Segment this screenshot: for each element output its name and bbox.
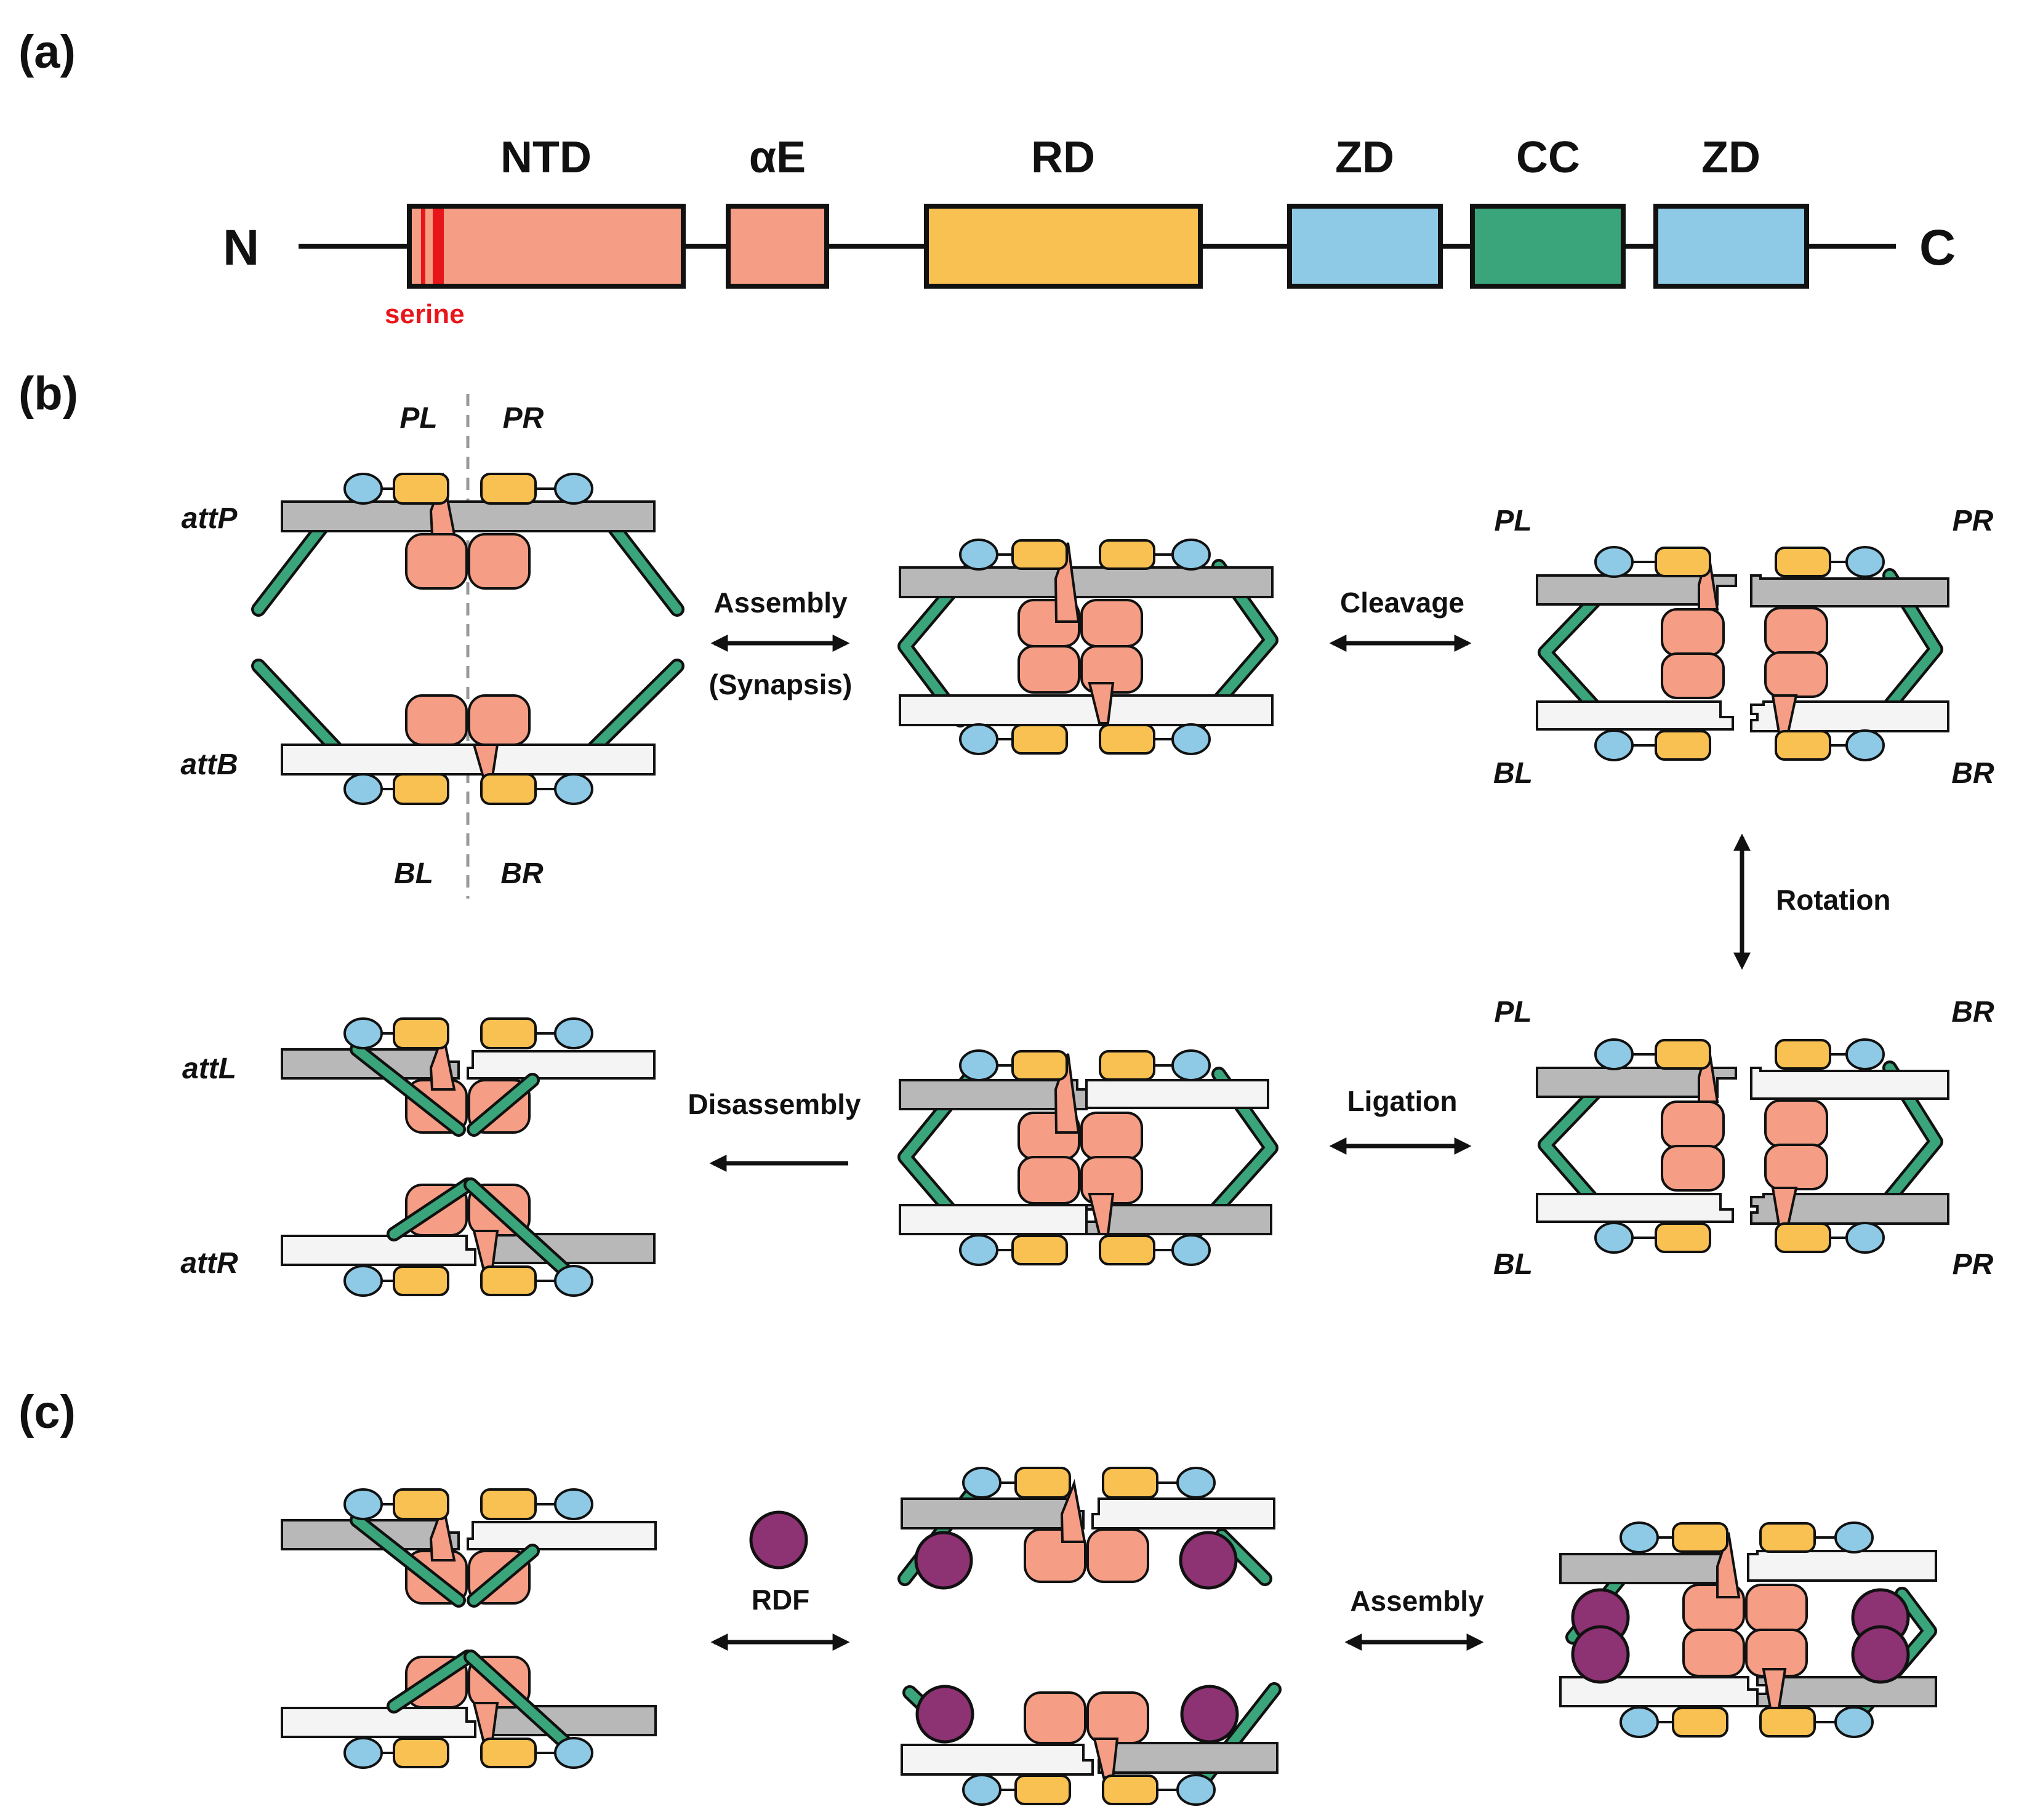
ntd-subunit [468, 694, 531, 746]
rdf-protein-icon [1851, 1625, 1910, 1684]
rdf-protein-icon [914, 1531, 973, 1590]
ntd-subunit [468, 533, 531, 590]
zd-subunit [554, 473, 593, 505]
attp-label: attP [182, 502, 238, 535]
rd-subunit [393, 773, 449, 805]
domain-label: αE [749, 133, 806, 182]
dna-attb [899, 694, 1274, 726]
attb-half-site-complex [251, 659, 684, 805]
rd-subunit [480, 773, 537, 805]
br-label: BR [500, 857, 544, 890]
rd-domain-box [924, 204, 1203, 289]
cc-domain-box [1470, 204, 1626, 289]
zd-domain-box [1287, 204, 1443, 289]
rdf-protein-icon [1571, 1625, 1630, 1684]
ntd-subunit [405, 694, 468, 746]
synaptic-complex [897, 539, 1278, 755]
disassembly-label: Disassembly [688, 1088, 861, 1120]
panel-a: (a) N C serine NTD αE RD ZD CC ZD [18, 26, 1956, 329]
pl-label: PL [1494, 505, 1531, 537]
attl-attr-complexes [281, 1488, 657, 1769]
domain-label: ZD [1335, 133, 1394, 182]
panel-b-label: (b) [18, 367, 78, 420]
domain-label: NTD [500, 133, 592, 182]
serine-label: serine [385, 299, 465, 329]
zd-subunit [343, 773, 383, 805]
ntd-subunit [405, 533, 468, 590]
pl-label: PL [399, 402, 437, 435]
zd-subunit [554, 773, 593, 805]
rdf-protein-icon [1179, 1531, 1238, 1590]
synapsis-label: (Synapsis) [709, 668, 853, 700]
serine-marker [421, 209, 425, 284]
ligated-complex [897, 1049, 1278, 1266]
zd-subunit [343, 473, 383, 505]
panel-c: (c) [18, 1386, 1937, 1806]
rotation-label: Rotation [1776, 884, 1891, 916]
zd-domain-box [1653, 204, 1809, 289]
dna-attp [899, 566, 1274, 598]
rotated-complex [1536, 1038, 1949, 1254]
pr-label: PR [1953, 1248, 1994, 1281]
rdf-bound-complexes [897, 1467, 1282, 1806]
alpha-e-domain-box [726, 204, 829, 289]
serine-marker [433, 209, 444, 284]
cleaved-complex [1536, 546, 1949, 761]
panel-a-label: (a) [18, 26, 76, 78]
assembly-label: Assembly [713, 587, 848, 619]
panel-c-label: (c) [18, 1386, 76, 1438]
rdf-protein-icon [915, 1685, 974, 1744]
pr-label: PR [1953, 505, 1994, 537]
domain-label: RD [1031, 133, 1095, 182]
assembly-label: Assembly [1350, 1585, 1484, 1617]
attl-product-complex [281, 1017, 656, 1137]
bl-label: BL [1493, 1248, 1533, 1281]
domain-label: CC [1516, 133, 1580, 182]
n-terminus-label: N [223, 220, 259, 276]
ntd-domain-box [407, 204, 686, 289]
pr-label: PR [503, 402, 544, 435]
rdf-protein-icon [1180, 1685, 1239, 1744]
attr-label: attR [180, 1247, 238, 1280]
rdf-protein-icon [749, 1510, 808, 1569]
bl-label: BL [394, 857, 433, 890]
rd-subunit [393, 473, 449, 505]
dna-attb [281, 744, 656, 776]
c-terminus-label: C [1919, 220, 1956, 276]
br-label: BR [1951, 996, 1994, 1028]
rdf-synaptic-complex [1559, 1521, 1937, 1738]
panel-b: (b) PL PR BL BR attP attB attL attR [18, 367, 1994, 1297]
attb-label: attB [180, 748, 238, 781]
bl-label: BL [1493, 757, 1533, 790]
attr-product-complex [281, 1177, 656, 1297]
attp-half-site-complex [251, 472, 684, 617]
cleavage-label: Cleavage [1340, 587, 1464, 619]
rd-subunit [480, 473, 537, 505]
domain-label: ZD [1701, 133, 1760, 182]
ligation-label: Ligation [1347, 1085, 1458, 1117]
attl-label: attL [182, 1052, 236, 1085]
rdf-label: RDF [752, 1584, 810, 1616]
pl-label: PL [1494, 996, 1531, 1028]
dna-attp [281, 500, 656, 532]
br-label: BR [1951, 757, 1994, 790]
